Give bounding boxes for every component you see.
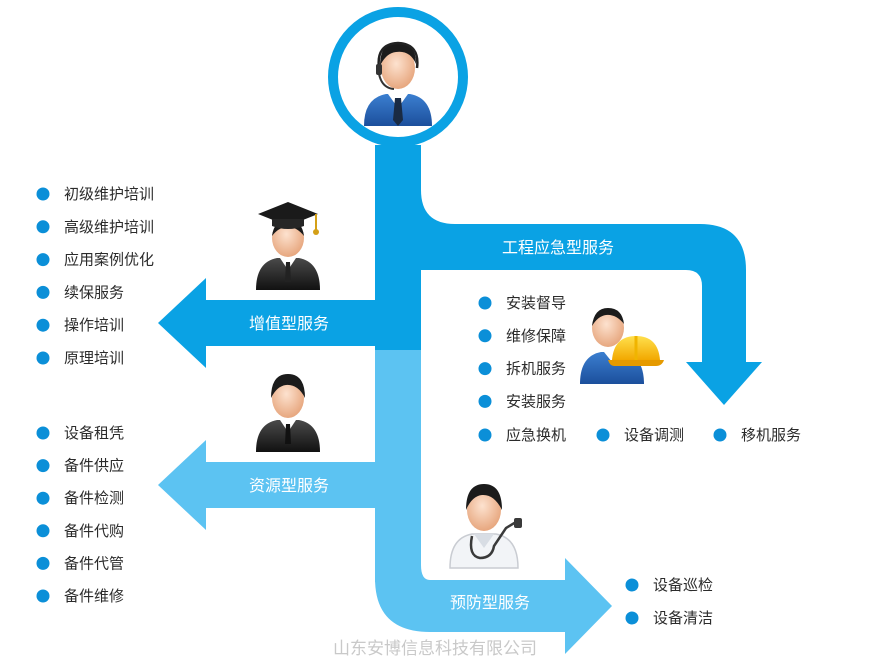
bullet-dot [478,362,492,376]
bullet-dot [36,556,50,570]
value-added-arrow-shaft [200,300,400,346]
service-item: 备件供应 [64,457,124,475]
resource-arrow-shaft [200,462,400,508]
bullet-dot [36,285,50,299]
bullet-dot [596,428,610,442]
service-item: 操作培训 [64,316,124,334]
businessman-icon [256,374,320,452]
engineering-label: 工程应急型服务 [502,238,614,257]
service-item: 设备调测 [624,426,684,444]
service-item: 拆机服务 [506,360,566,378]
bullet-dot [478,394,492,408]
service-item: 移机服务 [741,426,801,444]
bullet-dot [625,611,639,625]
service-item: 高级维护培训 [64,218,154,236]
flow-primary [158,145,762,405]
engineering-row-list: 应急换机 设备调测 移机服务 [478,426,801,444]
service-item: 维修保障 [506,327,566,345]
bullet-dot [36,426,50,440]
value-added-arrowhead [158,278,206,368]
service-item: 设备租凭 [64,424,124,442]
bullet-dot [713,428,727,442]
service-item: 续保服务 [64,283,124,301]
bullet-dot [36,351,50,365]
bullet-dot [36,220,50,234]
bullet-dot [478,296,492,310]
bullet-dot [478,428,492,442]
service-item: 初级维护培训 [64,185,154,203]
preventive-label: 预防型服务 [450,593,530,612]
service-item: 应用案例优化 [64,251,154,269]
flow-secondary [158,330,612,654]
customer-service-agent-icon [364,41,432,126]
bullet-dot [36,459,50,473]
service-item: 原理培训 [64,349,124,367]
service-item: 备件代购 [64,522,124,540]
bullet-dot [625,578,639,592]
service-item: 备件代管 [64,554,124,572]
bullet-dot [36,253,50,267]
preventive-bend [375,560,575,632]
service-item: 安装督导 [506,294,566,312]
hardhat-worker-icon [580,308,664,384]
service-item: 设备巡检 [653,576,713,594]
graduate-cap-person-icon [256,202,320,290]
resource-label: 资源型服务 [249,476,329,495]
bullet-dot [478,329,492,343]
company-watermark: 山东安博信息科技有限公司 [333,639,537,659]
service-item: 设备清洁 [653,609,713,627]
service-item: 备件维修 [64,587,124,605]
preventive-arrowhead [565,558,612,654]
doctor-stethoscope-icon [449,484,522,569]
secondary-trunk [375,330,421,582]
service-item: 备件检测 [64,489,124,507]
bullet-dot [36,187,50,201]
engineering-arrowhead [686,362,762,405]
bullet-dot [36,318,50,332]
resource-arrowhead [158,440,206,530]
service-item: 应急换机 [506,426,566,444]
value-added-label: 增值型服务 [249,314,329,333]
bullet-dot [36,524,50,538]
engineering-bend [421,190,746,380]
bullet-dot [36,491,50,505]
service-item: 安装服务 [506,392,566,410]
bullet-dot [36,589,50,603]
